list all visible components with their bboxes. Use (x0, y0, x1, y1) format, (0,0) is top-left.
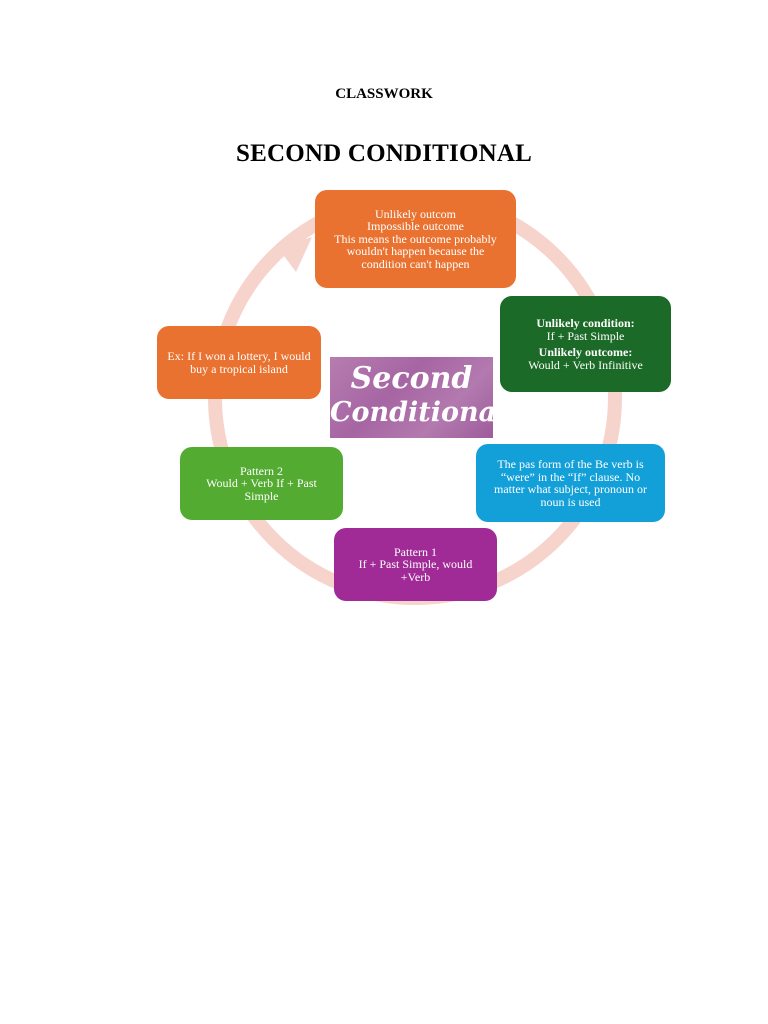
pattern-1-label: Pattern 1 (394, 544, 437, 559)
condition-form: If + Past Simple (546, 328, 625, 343)
cycle-arrow-head-icon (278, 237, 312, 272)
pattern-1-form: If + Past Simple, would +Verb (358, 557, 473, 584)
be-verb-node: The pas form of the Be verb is “were” in… (476, 444, 665, 522)
pattern-2-node: Pattern 2 Would + Verb If + Past Simple (180, 447, 343, 520)
page-title: SECOND CONDITIONAL (235, 140, 532, 167)
be-verb-text: The pas form of the Be verb is “were” in… (494, 457, 647, 509)
classwork-heading: CLASSWORK (335, 86, 433, 102)
outcome-line-2: Impossible outcome (367, 219, 464, 234)
logo-line-2: Conditional (330, 397, 493, 428)
pattern-2-form: Would + Verb If + Past Simple (206, 476, 317, 503)
logo-line-1: Second (350, 361, 473, 396)
pattern-1-node: Pattern 1 If + Past Simple, would +Verb (334, 528, 497, 601)
example-text: Ex: If I won a lottery, I would buy a tr… (167, 349, 311, 376)
structure-node: Unlikely condition: If + Past Simple Unl… (500, 296, 671, 392)
outcome-line-3: This means the outcome probably wouldn't… (334, 231, 497, 271)
example-node: Ex: If I won a lottery, I would buy a tr… (157, 326, 321, 399)
outcome-line-1: Unlikely outcom (375, 206, 456, 221)
outcome-form: Would + Verb Infinitive (528, 357, 643, 372)
outcome-node: Unlikely outcom Impossible outcome This … (315, 190, 516, 288)
outcome-label: Unlikely outcome: (538, 345, 633, 359)
pattern-2-label: Pattern 2 (240, 463, 283, 478)
second-conditional-logo: Second Conditional (330, 357, 493, 438)
condition-label: Unlikely condition: (536, 316, 635, 330)
